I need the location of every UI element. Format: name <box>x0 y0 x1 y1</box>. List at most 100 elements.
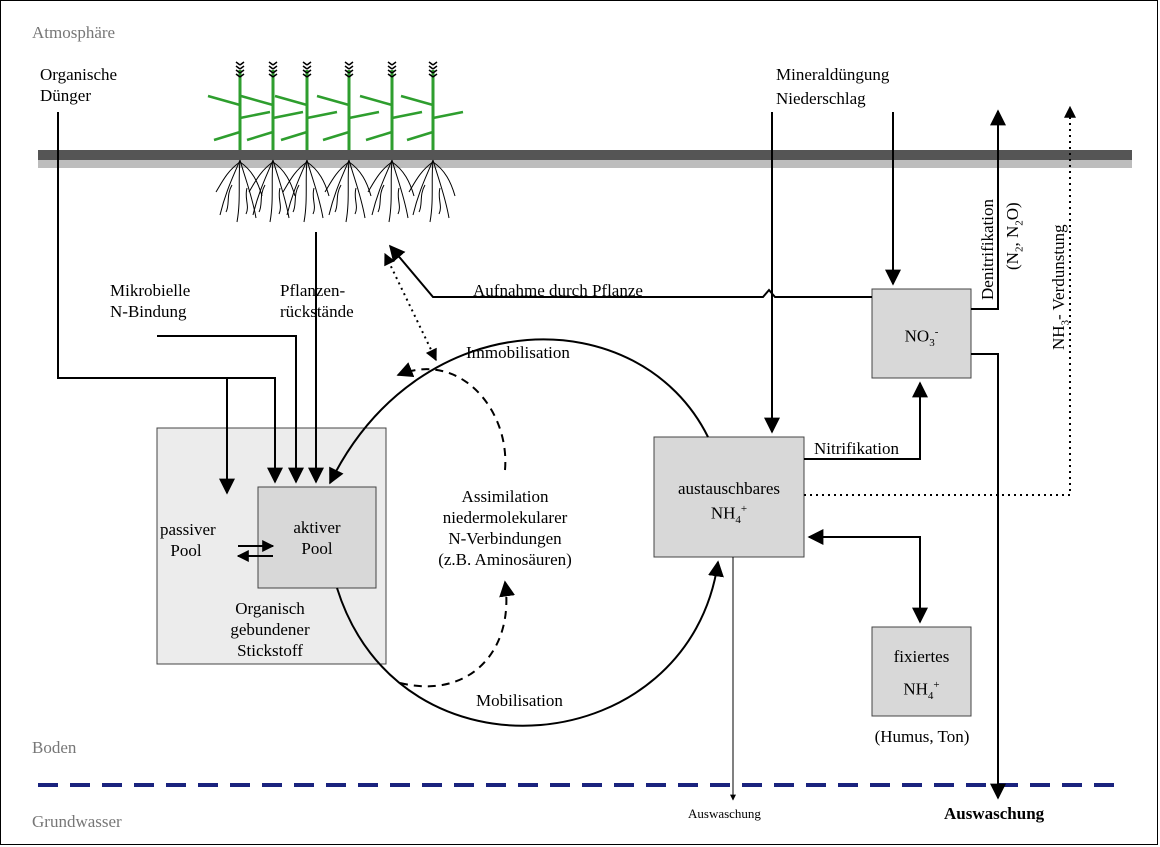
plant-leaf <box>323 132 349 140</box>
arc-assimilation-upper <box>398 369 505 470</box>
plant-ear <box>429 66 437 69</box>
nh4-exchangeable-line1: austauschbares <box>654 478 804 499</box>
nh4-formula: NH4+ <box>654 499 804 531</box>
organic-fertilizer-line2: Dünger <box>40 85 117 106</box>
plant-residues-label: Pflanzen- rückstände <box>280 280 354 322</box>
plant-root <box>439 188 440 214</box>
plant-row <box>208 62 463 222</box>
leaching-nh4-label: Auswaschung <box>688 803 761 824</box>
active-pool-line1: aktiver <box>258 517 376 538</box>
plant-root <box>220 160 240 215</box>
plant-ear <box>303 66 311 69</box>
zone-atmosphere-label: Atmosphäre <box>32 22 115 43</box>
plant-root <box>270 160 273 222</box>
plant-ear <box>236 66 244 69</box>
fixed-nh4-sub: 4 <box>928 690 934 702</box>
nh4-exchangeable-label: austauschbares NH4+ <box>654 478 804 531</box>
plant-leaf <box>392 112 422 118</box>
plant-root <box>237 160 240 222</box>
passive-pool-label: passiver Pool <box>160 519 212 561</box>
gas-sep: , N <box>1003 226 1022 247</box>
plant-ear <box>388 66 396 69</box>
assimilation-line3: N-Verbindungen <box>410 528 600 549</box>
plant-root <box>372 160 392 215</box>
denitrification-label: Denitrifikation <box>978 199 998 300</box>
plant-ear <box>269 62 277 65</box>
plant-root <box>304 160 307 222</box>
no3-base: NO <box>905 327 930 346</box>
plant-leaf <box>307 112 337 118</box>
plant-root <box>335 185 341 212</box>
nh4-sup: + <box>741 503 747 515</box>
plant-leaf <box>208 96 240 105</box>
plant-ear <box>429 62 437 65</box>
fixed-nh4-label: fixiertes NH4+ <box>872 643 971 710</box>
plant-leaf <box>360 96 392 105</box>
microbial-fixation-label: Mikrobielle N-Bindung <box>110 280 190 322</box>
zone-soil-label: Boden <box>32 737 76 758</box>
plant-leaf <box>366 132 392 140</box>
plant-leaf <box>273 112 303 118</box>
soil-surface-band-dark <box>38 150 1132 160</box>
plant-ear <box>236 62 244 65</box>
plant-leaf <box>247 132 273 140</box>
plant-root <box>293 185 299 212</box>
plant-root <box>355 188 356 214</box>
organic-fertilizer-label: Organische Dünger <box>40 64 117 106</box>
microbial-fixation-line1: Mikrobielle <box>110 280 190 301</box>
passive-pool-line1: passiver <box>160 519 212 540</box>
plant-leaf <box>241 96 273 105</box>
microbial-fixation-line2: N-Bindung <box>110 301 190 322</box>
leaching-no3-label: Auswaschung <box>944 803 1044 824</box>
organic-n-line3: Stickstoff <box>190 640 350 661</box>
plant-root <box>378 185 384 212</box>
plant-ear <box>303 62 311 65</box>
plant-leaf <box>407 132 433 140</box>
plant-root <box>389 160 392 222</box>
zone-groundwater-label: Grundwasser <box>32 811 122 832</box>
nh3-base: NH <box>1049 325 1068 350</box>
assimilation-label: Assimilation niedermolekularer N-Verbind… <box>410 486 600 570</box>
fixed-nh4-base: NH <box>903 680 928 699</box>
plant-ear <box>345 62 353 65</box>
immobilisation-label: Immobilisation <box>466 342 570 363</box>
nitrification-label: Nitrifikation <box>814 438 899 459</box>
plant-root <box>226 185 232 212</box>
plant-root <box>253 160 273 215</box>
plant-root <box>413 160 433 215</box>
plant-leaf <box>317 96 349 105</box>
nh3-sub: 3 <box>1059 320 1071 326</box>
gas-n2o-sub: 2 <box>1013 220 1025 226</box>
plant-residues-line2: rückstände <box>280 301 354 322</box>
fixed-nh4-line1: fixiertes <box>872 643 971 671</box>
nh4-base: NH <box>711 504 736 523</box>
no3-sub: 3 <box>929 337 935 349</box>
plant-root <box>279 188 280 214</box>
active-pool-label: aktiver Pool <box>258 517 376 559</box>
plant-root <box>398 188 399 214</box>
organic-n-line1: Organisch <box>190 598 350 619</box>
plant-residues-line1: Pflanzen- <box>280 280 354 301</box>
plant-leaf <box>214 132 240 140</box>
plant-leaf <box>433 112 463 118</box>
plant-leaf <box>275 96 307 105</box>
plant-root <box>430 160 433 222</box>
uptake-label: Aufnahme durch Pflanze <box>473 280 643 301</box>
plant-root <box>287 160 307 215</box>
plant-root <box>246 188 247 214</box>
denitrification-gases-label: (N2, N2O) <box>1003 202 1029 270</box>
no3-label: NO3- <box>872 322 971 354</box>
gas-open: (N <box>1003 252 1022 270</box>
plant-leaf <box>401 96 433 105</box>
arc-assimilation-lower <box>400 582 506 686</box>
assimilation-line1: Assimilation <box>410 486 600 507</box>
nh4-sub: 4 <box>735 514 741 526</box>
assimilation-line4: (z.B. Aminosäuren) <box>410 549 600 570</box>
mineral-fertilizer-label: Mineraldüngung <box>776 64 889 85</box>
gas-close: O) <box>1003 202 1022 220</box>
fixed-nh4-sup: + <box>933 679 939 691</box>
organic-n-line2: gebundener <box>190 619 350 640</box>
organic-n-label: Organisch gebundener Stickstoff <box>190 598 350 661</box>
active-pool-line2: Pool <box>258 538 376 559</box>
